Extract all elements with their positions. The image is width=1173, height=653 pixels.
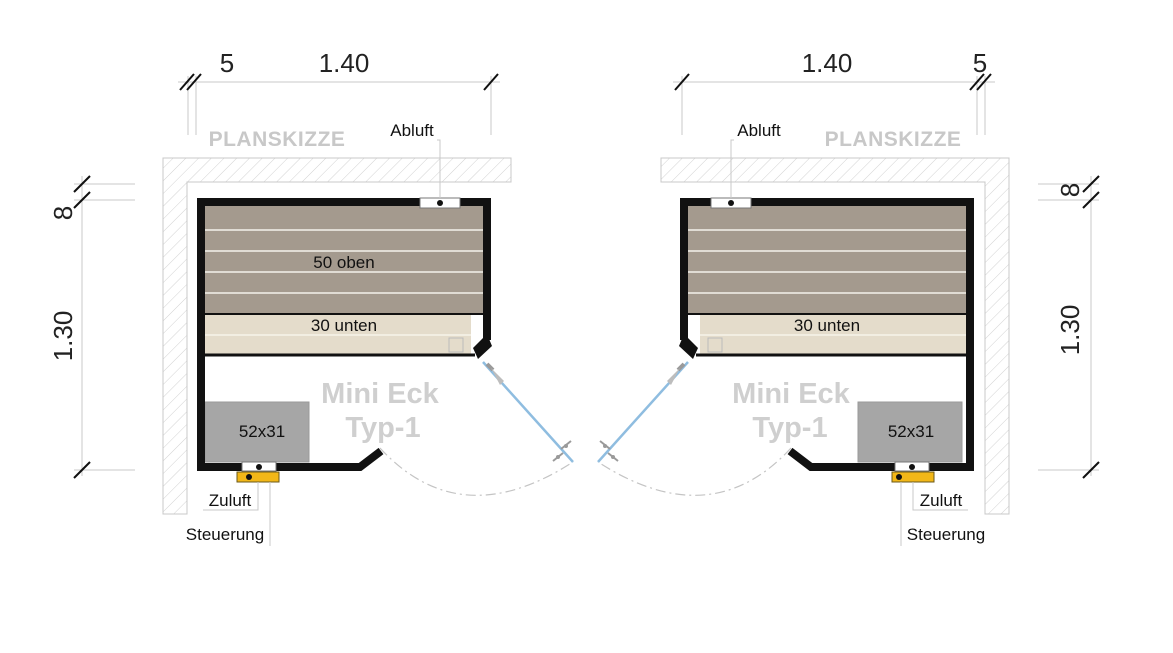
- left-door-post: [473, 334, 492, 359]
- left-horizontal-dimension: 5 1.40: [178, 48, 500, 135]
- right-horizontal-dimension: 1.40 5: [673, 48, 995, 135]
- right-door-post: [679, 334, 698, 359]
- right-room-wall: [660, 157, 1010, 515]
- left-lower-bench-label: 30 unten: [311, 316, 377, 335]
- right-plan: 1.40 5 8 1.30 PLANSKIZZE: [597, 48, 1100, 546]
- left-exhaust-vent: Abluft: [390, 121, 461, 209]
- left-dim-width: 1.40: [319, 48, 370, 78]
- right-heater: 52x31: [857, 401, 963, 463]
- right-dim-width: 1.40: [802, 48, 853, 78]
- right-plan-title: PLANSKIZZE: [825, 128, 962, 151]
- right-exhaust-vent: Abluft: [710, 121, 781, 209]
- left-dim-wall-thickness-h: 5: [220, 48, 234, 78]
- left-dim-wall-thickness-v: 8: [48, 206, 78, 220]
- right-exhaust-label: Abluft: [737, 121, 781, 140]
- right-intake-control: Zuluft Steuerung: [891, 461, 985, 546]
- left-model-name-line1: Mini Eck: [321, 378, 440, 410]
- left-cabin-wall: [197, 198, 491, 471]
- right-upper-bench: [688, 206, 966, 314]
- left-intake-label: Zuluft: [209, 491, 252, 510]
- left-upper-bench: 50 oben: [205, 206, 483, 314]
- right-model-name-line1: Mini Eck: [732, 378, 851, 410]
- right-intake-label: Zuluft: [920, 491, 963, 510]
- left-intake-control: Zuluft Steuerung: [186, 461, 280, 546]
- left-heater: 52x31: [204, 401, 310, 463]
- left-model-name-line2: Typ-1: [345, 412, 420, 444]
- right-dim-wall-thickness-v: 8: [1055, 183, 1085, 197]
- left-vertical-dimension: 8 1.30: [48, 175, 135, 479]
- left-control-unit: [236, 471, 280, 483]
- left-exhaust-label: Abluft: [390, 121, 434, 140]
- left-room-wall: [162, 157, 512, 515]
- right-heater-size: 52x31: [888, 422, 934, 441]
- left-plan-title: PLANSKIZZE: [209, 128, 346, 151]
- right-model-name-line2: Typ-1: [752, 412, 827, 444]
- left-glass-door: [379, 361, 574, 496]
- left-dim-depth: 1.30: [48, 311, 78, 362]
- right-lower-bench: 30 unten: [686, 313, 966, 357]
- left-lower-bench: 30 unten: [205, 313, 485, 357]
- right-control-label: Steuerung: [907, 525, 985, 544]
- left-upper-bench-label: 50 oben: [313, 253, 374, 272]
- right-lower-bench-label: 30 unten: [794, 316, 860, 335]
- right-dim-wall-thickness-h: 5: [973, 48, 987, 78]
- right-vertical-dimension: 8 1.30: [1038, 175, 1100, 479]
- left-plan: 5 1.40 8 1.30 PLANSKIZZE 50 oben: [48, 48, 574, 546]
- right-dim-depth: 1.30: [1055, 305, 1085, 356]
- right-glass-door: [597, 361, 792, 496]
- right-cabin-wall: [680, 198, 974, 471]
- left-control-label: Steuerung: [186, 525, 264, 544]
- left-heater-size: 52x31: [239, 422, 285, 441]
